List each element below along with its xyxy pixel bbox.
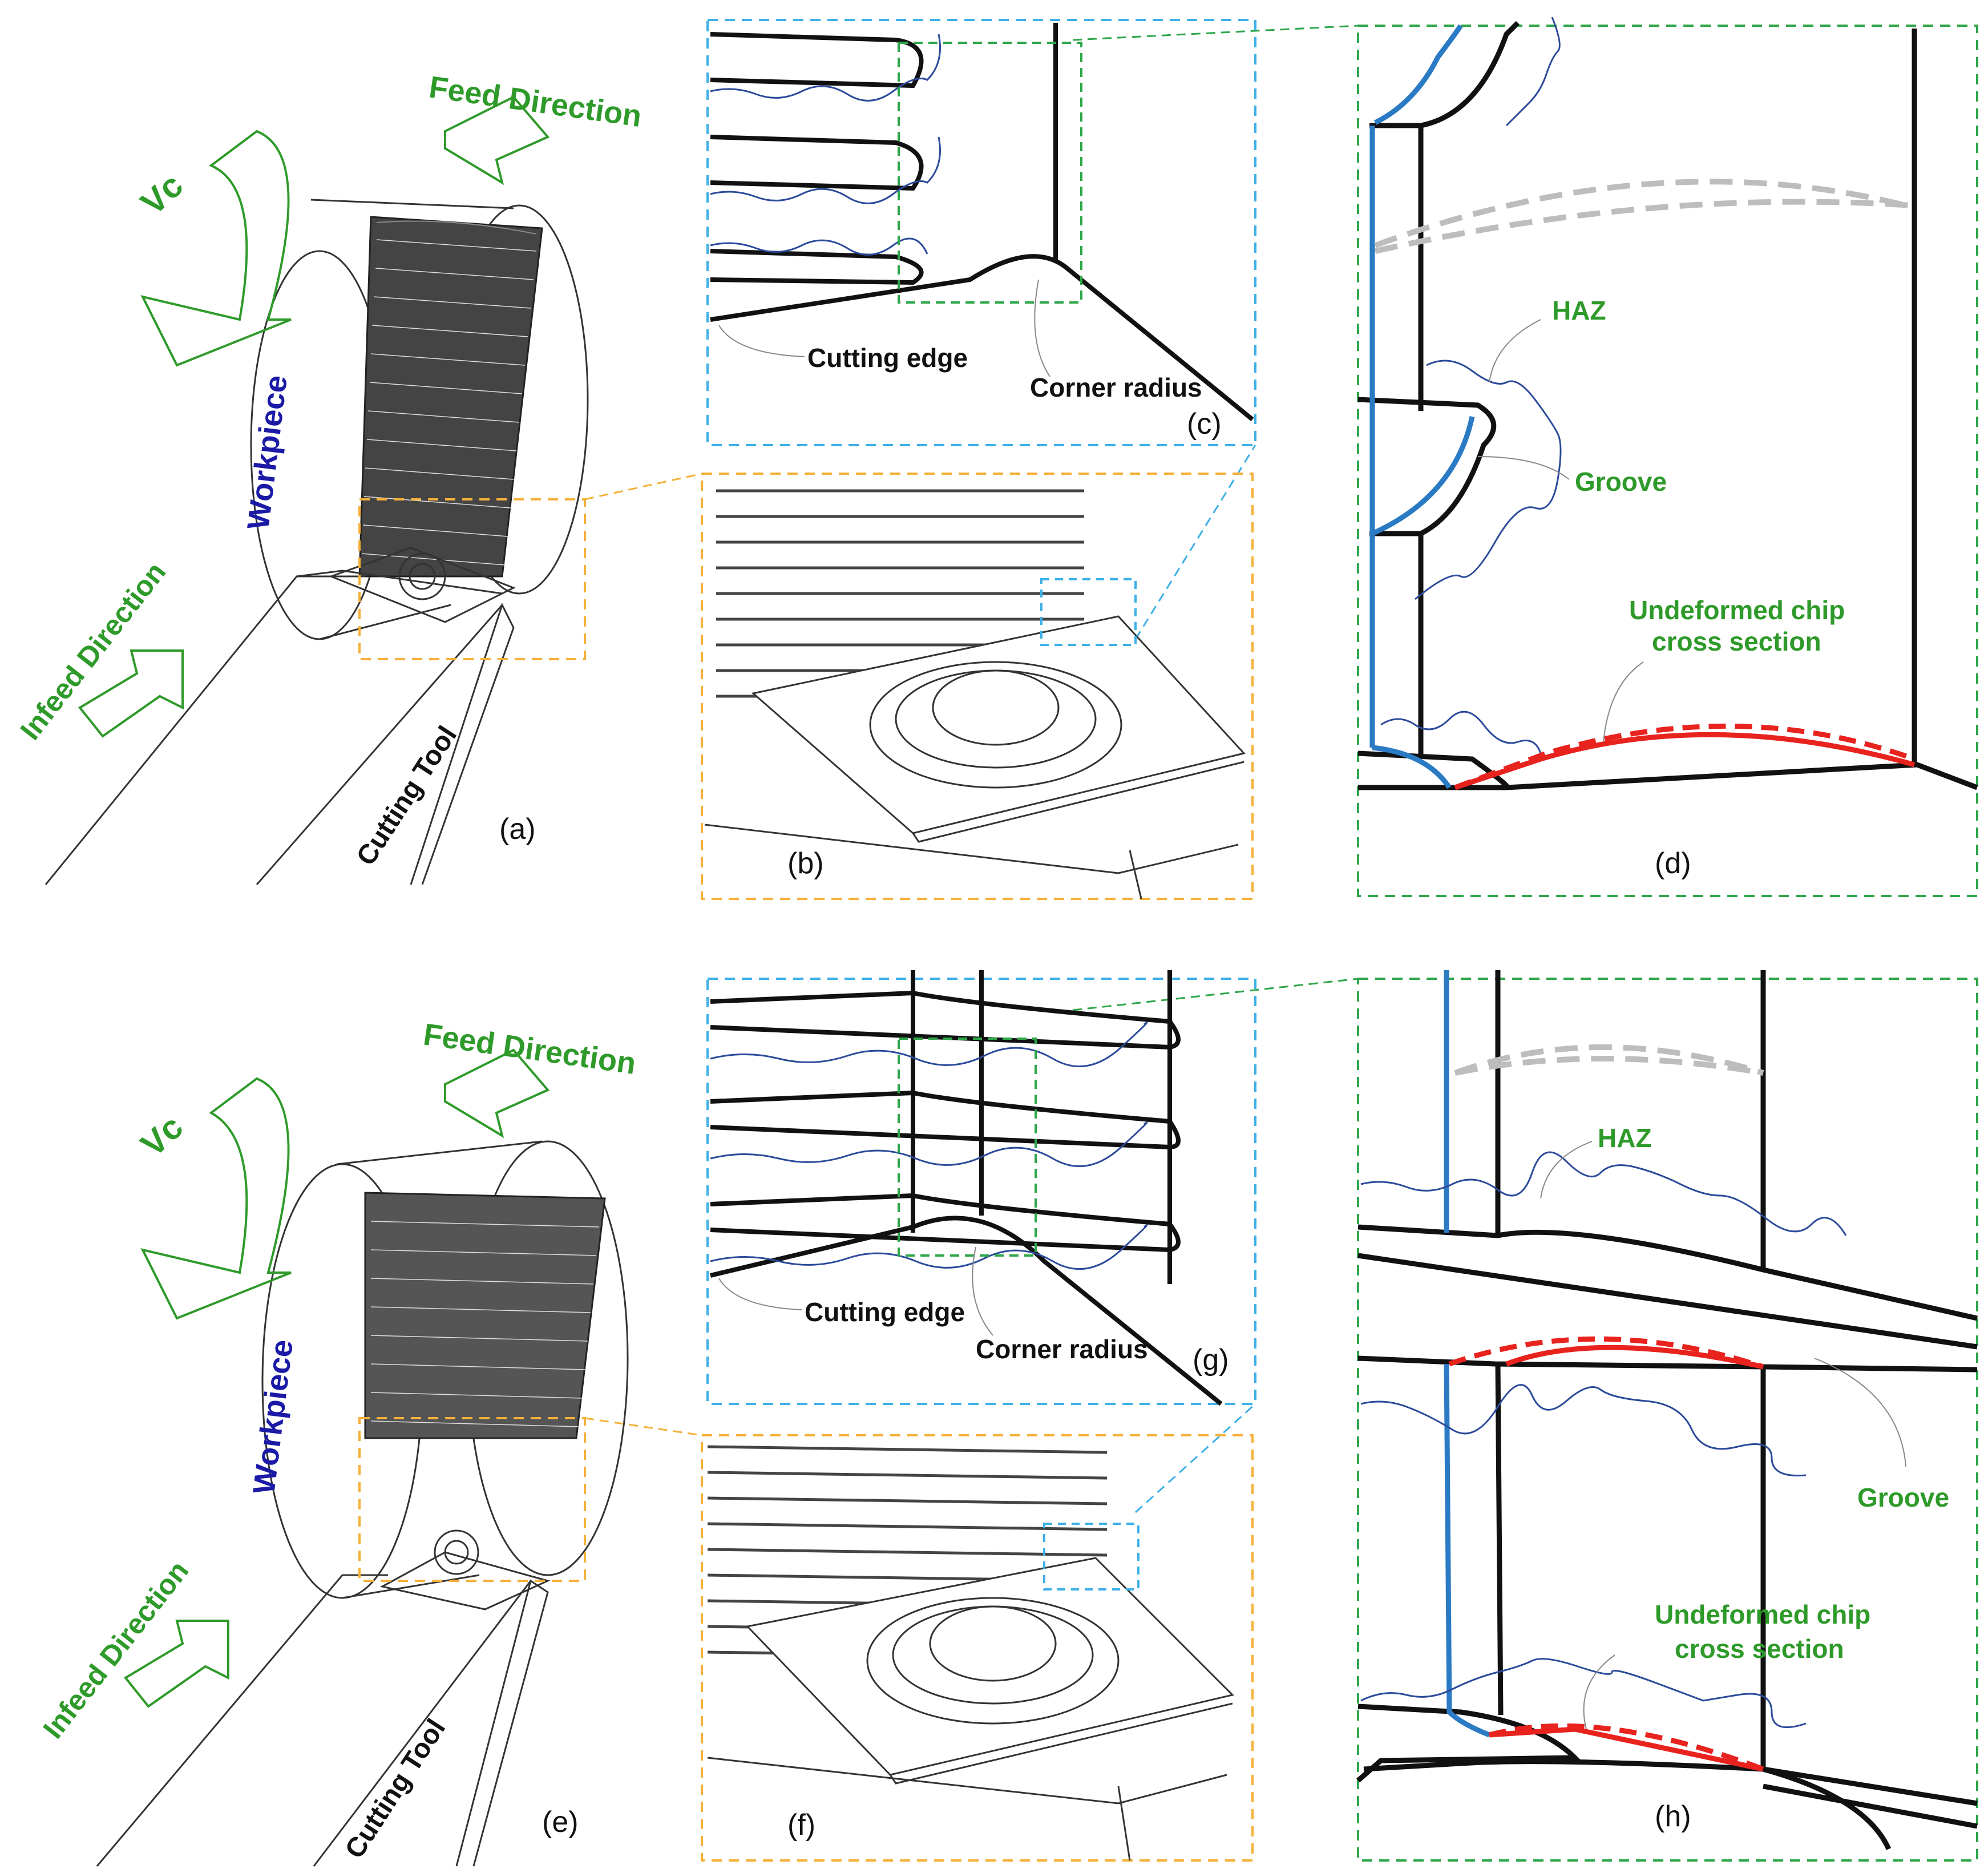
cutting-edge-label-c: Cutting edge [807,343,968,373]
cutting-tool-bottom [96,1529,551,1867]
zoom-h: HAZ Groove Undeformed chip cross section… [1356,970,1978,1862]
feed-arrow-bottom [444,1048,550,1139]
knurl-lines-top [361,239,537,566]
corner-radius-label-g: Corner radius [976,1334,1148,1364]
panel-label-g: (g) [1193,1343,1229,1377]
cutting-tool-top [45,547,516,885]
vc-arrow-top [140,130,292,367]
connectors-top [584,25,1359,640]
chip-label-line1-h: Undeformed chip [1655,1600,1870,1629]
chip-label-line2-h: cross section [1675,1634,1844,1664]
vc-label-bottom: Vc [134,1108,190,1164]
overview-top: Feed Direction Vc Workpiece Infeed Direc… [14,70,644,885]
panel-label-h: (h) [1655,1800,1691,1833]
feed-direction-label-bottom: Feed Direction [421,1017,638,1081]
vc-arrow-bottom [140,1077,292,1320]
panel-label-c: (c) [1187,407,1222,441]
zoom-f: (f) [701,1434,1254,1862]
zoom-frame-e [358,1417,586,1582]
zoom-b: (b) [701,473,1254,900]
workpiece-label-bottom: Workpiece [247,1338,300,1496]
vc-label-top: Vc [134,166,190,223]
panel-label-f: (f) [787,1809,815,1842]
zoom-g: Cutting edge Corner radius (g) [706,970,1256,1406]
panel-label-a: (a) [499,813,536,846]
groove-label-d: Groove [1575,467,1667,496]
chip-label-line2-d: cross section [1652,627,1821,656]
chip-label-line1-d: Undeformed chip [1629,595,1845,625]
zoom-c: Cutting edge Corner radius (c) [706,19,1256,446]
feed-arrow-top [444,95,550,185]
overview-bottom: Feed Direction Vc Workpiece Infeed Direc… [37,1017,638,1867]
groove-label-h: Groove [1857,1483,1949,1512]
knurl-lines-bottom [370,1221,600,1427]
panel-label-e: (e) [542,1806,579,1839]
cutting-tool-label-top: Cutting Tool [351,721,463,871]
infeed-arrow-bottom [124,1620,229,1708]
haz-label-h: HAZ [1598,1123,1652,1153]
haz-label-d: HAZ [1552,296,1606,325]
panel-label-b: (b) [787,847,824,880]
zoom-frame-a [358,498,586,660]
connectors-bottom [584,978,1359,1513]
workpiece-label-top: Workpiece [241,373,294,531]
zoom-d: HAZ Groove Undeformed chip cross section… [1357,17,1978,897]
corner-radius-label-c: Corner radius [1030,373,1202,402]
infeed-arrow-top [78,649,184,738]
cutting-edge-label-g: Cutting edge [805,1297,965,1327]
panel-label-d: (d) [1655,847,1691,880]
workpiece-top [250,199,589,640]
cutting-tool-label-bottom: Cutting Tool [340,1714,451,1864]
